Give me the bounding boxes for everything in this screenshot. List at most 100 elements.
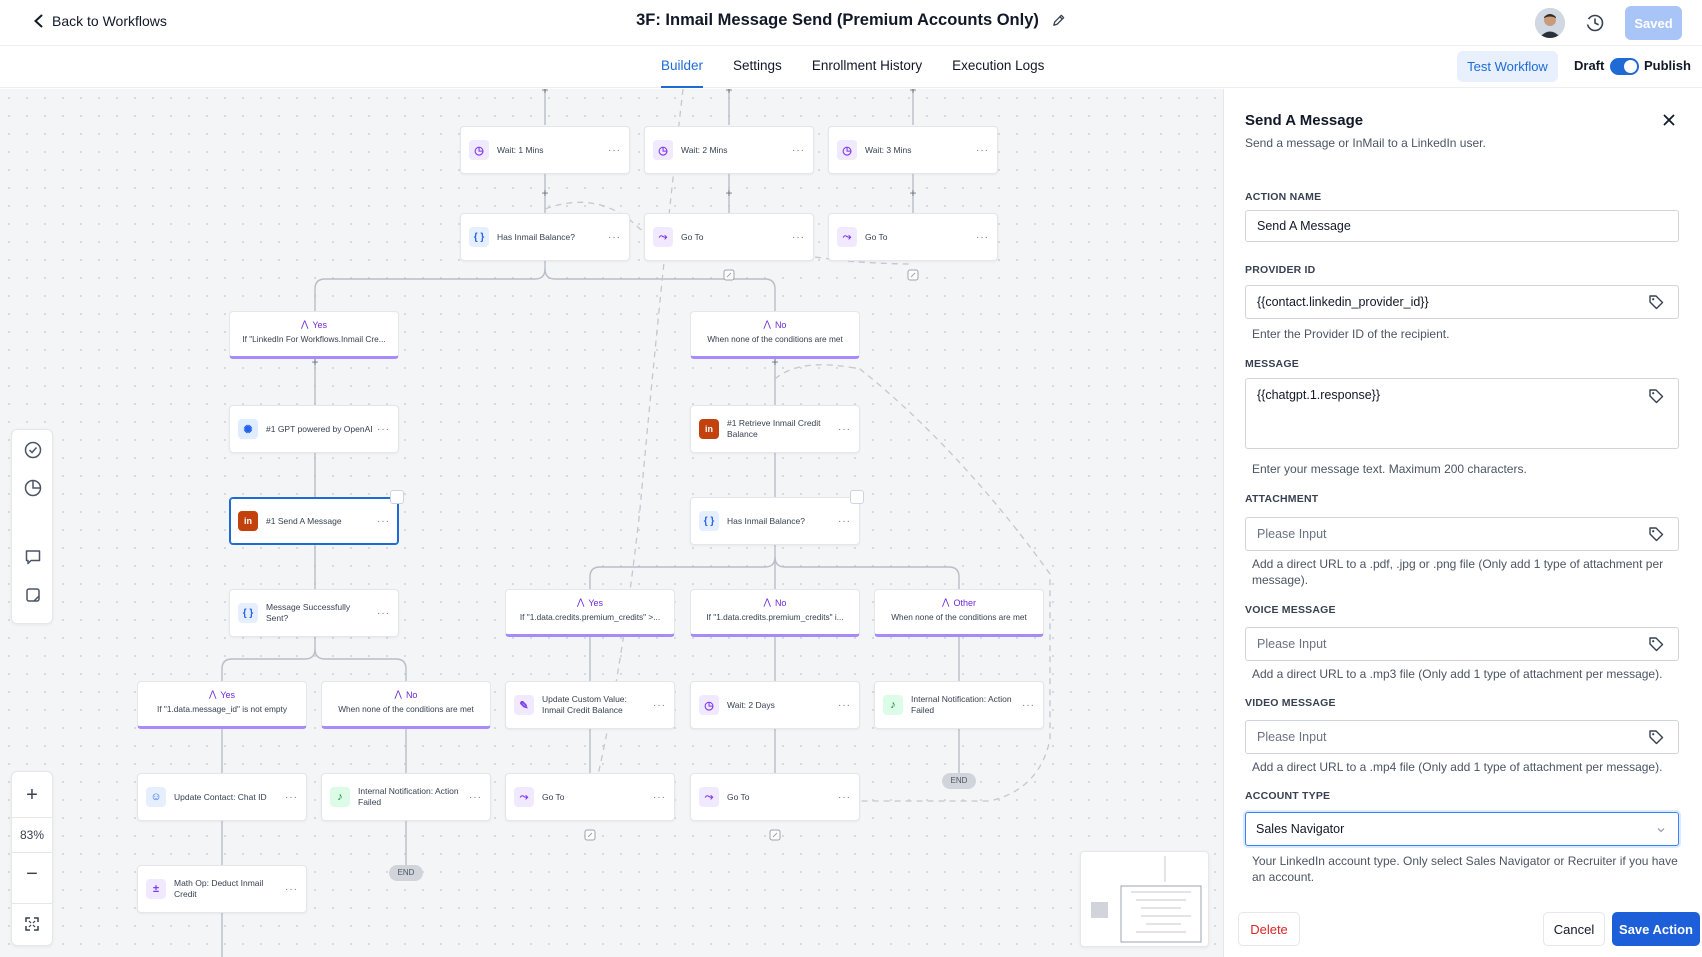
more-icon[interactable]: ···: [838, 515, 851, 527]
message-textarea[interactable]: {{chatgpt.1.response}}: [1245, 378, 1679, 449]
add-step-button[interactable]: +: [725, 186, 733, 200]
more-icon[interactable]: ···: [792, 231, 805, 243]
fit-view-button[interactable]: [12, 903, 52, 943]
node-has-inmail-balance-mid[interactable]: { } Has Inmail Balance? ···: [690, 497, 860, 545]
delete-button[interactable]: Delete: [1238, 912, 1300, 946]
add-step-button[interactable]: +: [541, 186, 549, 200]
tag-icon[interactable]: [1648, 729, 1664, 745]
node-wait-2-days[interactable]: ◷ Wait: 2 Days ···: [690, 681, 860, 729]
more-icon[interactable]: ···: [838, 699, 851, 711]
node-gpt-openai[interactable]: ✺ #1 GPT powered by OpenAI ···: [229, 405, 399, 453]
back-to-workflows-link[interactable]: Back to Workflows: [32, 13, 167, 29]
more-icon[interactable]: ···: [377, 423, 390, 435]
tag-icon[interactable]: [1648, 294, 1664, 310]
add-step-button[interactable]: +: [771, 355, 779, 369]
zoom-in-button[interactable]: +: [26, 783, 38, 806]
zoom-out-button[interactable]: −: [26, 862, 38, 885]
account-type-select[interactable]: Sales Navigator: [1245, 812, 1679, 846]
workflow-canvas[interactable]: + + + + + + + + + + + + + + + + + + + + …: [0, 89, 1223, 957]
tag-icon[interactable]: [1648, 526, 1664, 542]
link-icon[interactable]: [907, 269, 919, 281]
node-label: Internal Notification: Action Failed: [911, 694, 1012, 715]
more-icon[interactable]: ···: [838, 423, 851, 435]
more-icon[interactable]: ···: [976, 144, 989, 156]
attachment-help: Add a direct URL to a .pdf, .jpg or .png…: [1252, 557, 1664, 587]
node-wait-2[interactable]: ◷ Wait: 2 Mins ···: [644, 126, 814, 174]
more-icon[interactable]: ···: [285, 883, 298, 895]
node-retrieve-inmail-credit[interactable]: in #1 Retrieve Inmail Credit Balance ···: [690, 405, 860, 453]
add-step-button[interactable]: +: [909, 89, 917, 97]
cancel-button[interactable]: Cancel: [1543, 912, 1605, 946]
branch-other-mid[interactable]: ⋀Other When none of the conditions are m…: [874, 589, 1044, 637]
node-has-inmail-balance-top[interactable]: { } Has Inmail Balance? ···: [460, 213, 630, 261]
check-circle-icon[interactable]: [23, 440, 43, 460]
test-workflow-button[interactable]: Test Workflow: [1457, 51, 1558, 82]
tag-icon[interactable]: [1648, 388, 1664, 404]
more-icon[interactable]: ···: [1022, 699, 1035, 711]
node-go-to-top-2[interactable]: ⤳ Go To ···: [828, 213, 998, 261]
branch-yes-left[interactable]: ⋀Yes If "1.data.message_id" is not empty: [137, 681, 307, 729]
link-icon[interactable]: [723, 269, 735, 281]
more-icon[interactable]: ···: [285, 791, 298, 803]
more-icon[interactable]: ···: [653, 791, 666, 803]
pencil-icon[interactable]: [1051, 13, 1066, 28]
more-icon[interactable]: ···: [608, 144, 621, 156]
node-internal-notification-right[interactable]: ♪ Internal Notification: Action Failed ·…: [874, 681, 1044, 729]
branch-yes-mid[interactable]: ⋀Yes If "1.data.credits.premium_credits"…: [505, 589, 675, 637]
branch-no-top[interactable]: ⋀No When none of the conditions are met: [690, 311, 860, 359]
publish-toggle[interactable]: [1610, 58, 1639, 75]
link-icon[interactable]: [584, 829, 596, 841]
more-icon[interactable]: ···: [838, 791, 851, 803]
link-icon[interactable]: [769, 829, 781, 841]
more-icon[interactable]: ···: [608, 231, 621, 243]
attachment-input[interactable]: Please Input: [1245, 517, 1679, 551]
add-step-button[interactable]: +: [909, 186, 917, 200]
save-action-button[interactable]: Save Action: [1612, 912, 1700, 946]
note-icon[interactable]: [23, 585, 43, 605]
history-icon[interactable]: [1584, 12, 1606, 34]
copy-icon[interactable]: [850, 490, 864, 504]
voice-message-help: Add a direct URL to a .mp3 file (Only ad…: [1252, 667, 1663, 681]
add-step-button[interactable]: +: [541, 89, 549, 97]
node-message-successfully-sent[interactable]: { } Message Successfully Sent? ···: [229, 589, 399, 637]
comment-icon[interactable]: [23, 547, 43, 567]
node-go-to-top-1[interactable]: ⤳ Go To ···: [644, 213, 814, 261]
copy-icon[interactable]: [390, 490, 404, 504]
action-name-input[interactable]: Send A Message: [1245, 210, 1679, 242]
more-icon[interactable]: ···: [792, 144, 805, 156]
more-icon[interactable]: ···: [377, 607, 390, 619]
more-icon[interactable]: ···: [469, 791, 482, 803]
avatar[interactable]: [1535, 8, 1565, 38]
node-wait-1[interactable]: ◷ Wait: 1 Mins ···: [460, 126, 630, 174]
saved-button[interactable]: Saved: [1625, 6, 1682, 40]
provider-id-value: {{contact.linkedin_provider_id}}: [1257, 295, 1429, 309]
pie-chart-icon[interactable]: [23, 478, 43, 498]
node-update-custom-value[interactable]: ✎ Update Custom Value: Inmail Credit Bal…: [505, 681, 675, 729]
more-icon[interactable]: ···: [653, 699, 666, 711]
close-icon[interactable]: [1661, 112, 1677, 128]
node-math-op-deduct[interactable]: ± Math Op: Deduct Inmail Credit ···: [137, 865, 307, 913]
minimap[interactable]: [1080, 851, 1209, 947]
node-internal-notification-left[interactable]: ♪ Internal Notification: Action Failed ·…: [321, 773, 491, 821]
add-step-button[interactable]: +: [725, 89, 733, 97]
node-go-to-bottom-1[interactable]: ⤳ Go To ···: [505, 773, 675, 821]
video-message-input[interactable]: Please Input: [1245, 720, 1679, 754]
branch-yes-top[interactable]: ⋀Yes If "LinkedIn For Workflows.Inmail C…: [229, 311, 399, 359]
node-send-a-message[interactable]: in #1 Send A Message ···: [229, 497, 399, 545]
branch-no-left[interactable]: ⋀No When none of the conditions are met: [321, 681, 491, 729]
node-label: Update Custom Value: Inmail Credit Balan…: [542, 694, 627, 715]
provider-id-input[interactable]: {{contact.linkedin_provider_id}}: [1245, 285, 1679, 319]
more-icon[interactable]: ···: [377, 515, 390, 527]
tab-enrollment-history[interactable]: Enrollment History: [811, 58, 923, 73]
node-go-to-bottom-2[interactable]: ⤳ Go To ···: [690, 773, 860, 821]
tag-icon[interactable]: [1648, 636, 1664, 652]
tab-execution-logs[interactable]: Execution Logs: [952, 58, 1045, 73]
voice-message-input[interactable]: Please Input: [1245, 627, 1679, 661]
branch-no-mid[interactable]: ⋀No If "1.data.credits.premium_credits" …: [690, 589, 860, 637]
node-update-contact-chat-id[interactable]: ☺ Update Contact: Chat ID ···: [137, 773, 307, 821]
tab-builder[interactable]: Builder: [646, 46, 718, 88]
add-step-button[interactable]: +: [311, 355, 319, 369]
tab-settings[interactable]: Settings: [733, 58, 782, 73]
node-wait-3[interactable]: ◷ Wait: 3 Mins ···: [828, 126, 998, 174]
more-icon[interactable]: ···: [976, 231, 989, 243]
